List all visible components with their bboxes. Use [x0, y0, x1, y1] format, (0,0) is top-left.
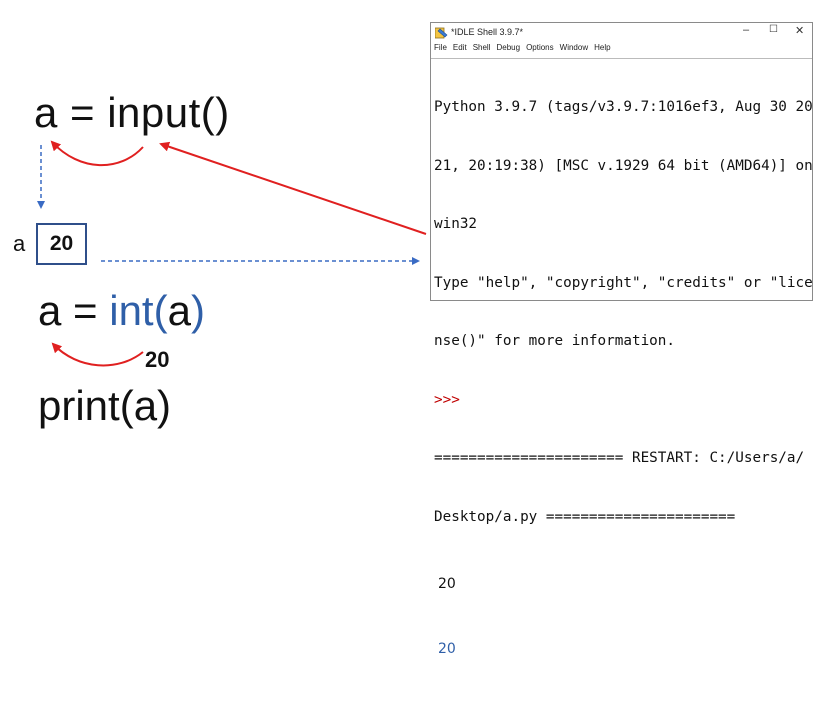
menu-window[interactable]: Window	[559, 43, 589, 52]
shell-text-area[interactable]: Python 3.9.7 (tags/v3.9.7:1016ef3, Aug 3…	[431, 58, 813, 657]
input-source-arrow	[159, 141, 427, 235]
close-icon[interactable]: ✕	[795, 25, 805, 37]
variable-value: 20	[49, 232, 74, 255]
assign-curve-arrow-2	[51, 342, 144, 367]
variable-value-box: 20	[36, 223, 87, 265]
shell-line: Type "help", "copyright", "credits" or "…	[434, 274, 813, 291]
menu-options[interactable]: Options	[526, 43, 554, 52]
window-titlebar: *IDLE Shell 3.9.7* – ☐ ✕	[431, 23, 812, 43]
restart-line: ====================== RESTART: C:/Users…	[434, 450, 805, 466]
menu-shell[interactable]: Shell	[472, 43, 491, 52]
int-close-paren: )	[190, 287, 205, 334]
code-line-print: print(a)	[38, 382, 172, 429]
program-output: 20	[438, 641, 456, 657]
restart-line: Desktop/a.py ======================	[434, 508, 736, 525]
converted-value: 20	[145, 347, 170, 372]
user-input-echo: 20	[438, 576, 456, 592]
variable-name-label: a	[13, 231, 26, 256]
shell-line: win32	[434, 216, 478, 232]
menu-file[interactable]: File	[434, 43, 447, 52]
code-line-int: a = int(a)	[38, 290, 205, 332]
annotation-arrows	[37, 140, 427, 367]
maximize-icon[interactable]: ☐	[769, 24, 778, 35]
idle-app-icon	[435, 27, 448, 39]
menu-debug[interactable]: Debug	[496, 43, 521, 52]
menu-help[interactable]: Help	[594, 43, 611, 52]
shell-line: 21, 20:19:38) [MSC v.1929 64 bit (AMD64)…	[434, 157, 813, 174]
menu-edit[interactable]: Edit	[452, 43, 467, 52]
shell-line: Python 3.9.7 (tags/v3.9.7:1016ef3, Aug 3…	[434, 99, 813, 115]
code-line-int-prefix: a =	[38, 287, 110, 334]
shell-prompt: >>>	[434, 391, 460, 408]
assign-curve-arrow-1	[50, 140, 144, 167]
int-call: int(	[109, 287, 168, 334]
shell-line: nse()" for more information.	[434, 333, 676, 349]
menu-bar: File Edit Shell Debug Options Window Help	[431, 43, 812, 55]
int-arg: a	[167, 287, 191, 334]
minimize-icon[interactable]: –	[743, 24, 750, 36]
code-line-input: a = input()	[34, 89, 230, 136]
window-title: *IDLE Shell 3.9.7*	[451, 27, 524, 37]
